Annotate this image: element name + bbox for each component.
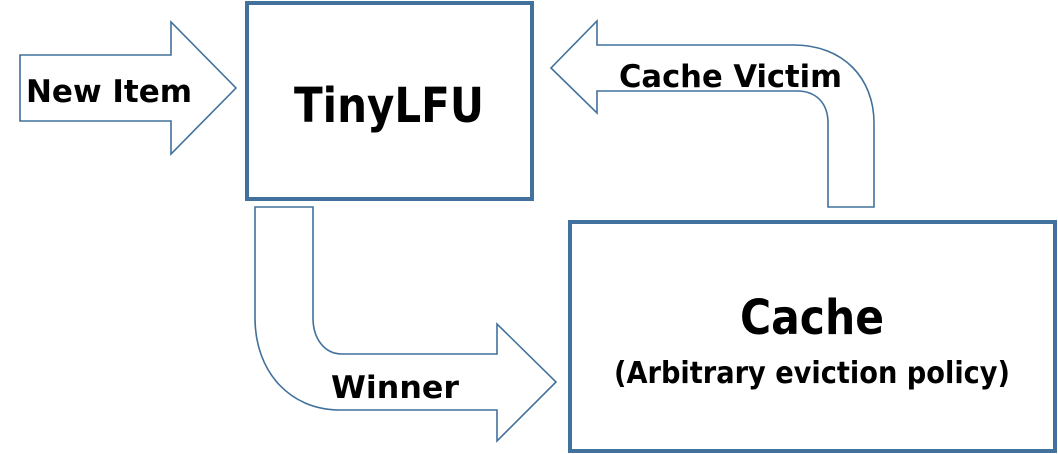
cache-victim-arrow [549,19,875,208]
winner-arrow [254,206,558,443]
cache-label: Cache [740,290,884,346]
cache-box [568,220,1057,453]
cache-victim-label: Cache Victim [619,59,842,95]
cache-sublabel: (Arbitrary eviction policy) [614,356,1010,391]
new-item-arrow [19,20,238,156]
new-item-label: New Item [26,74,192,110]
tinylfu-label: TinyLFU [294,78,484,134]
winner-label: Winner [331,370,460,406]
tinylfu-box [245,1,534,201]
